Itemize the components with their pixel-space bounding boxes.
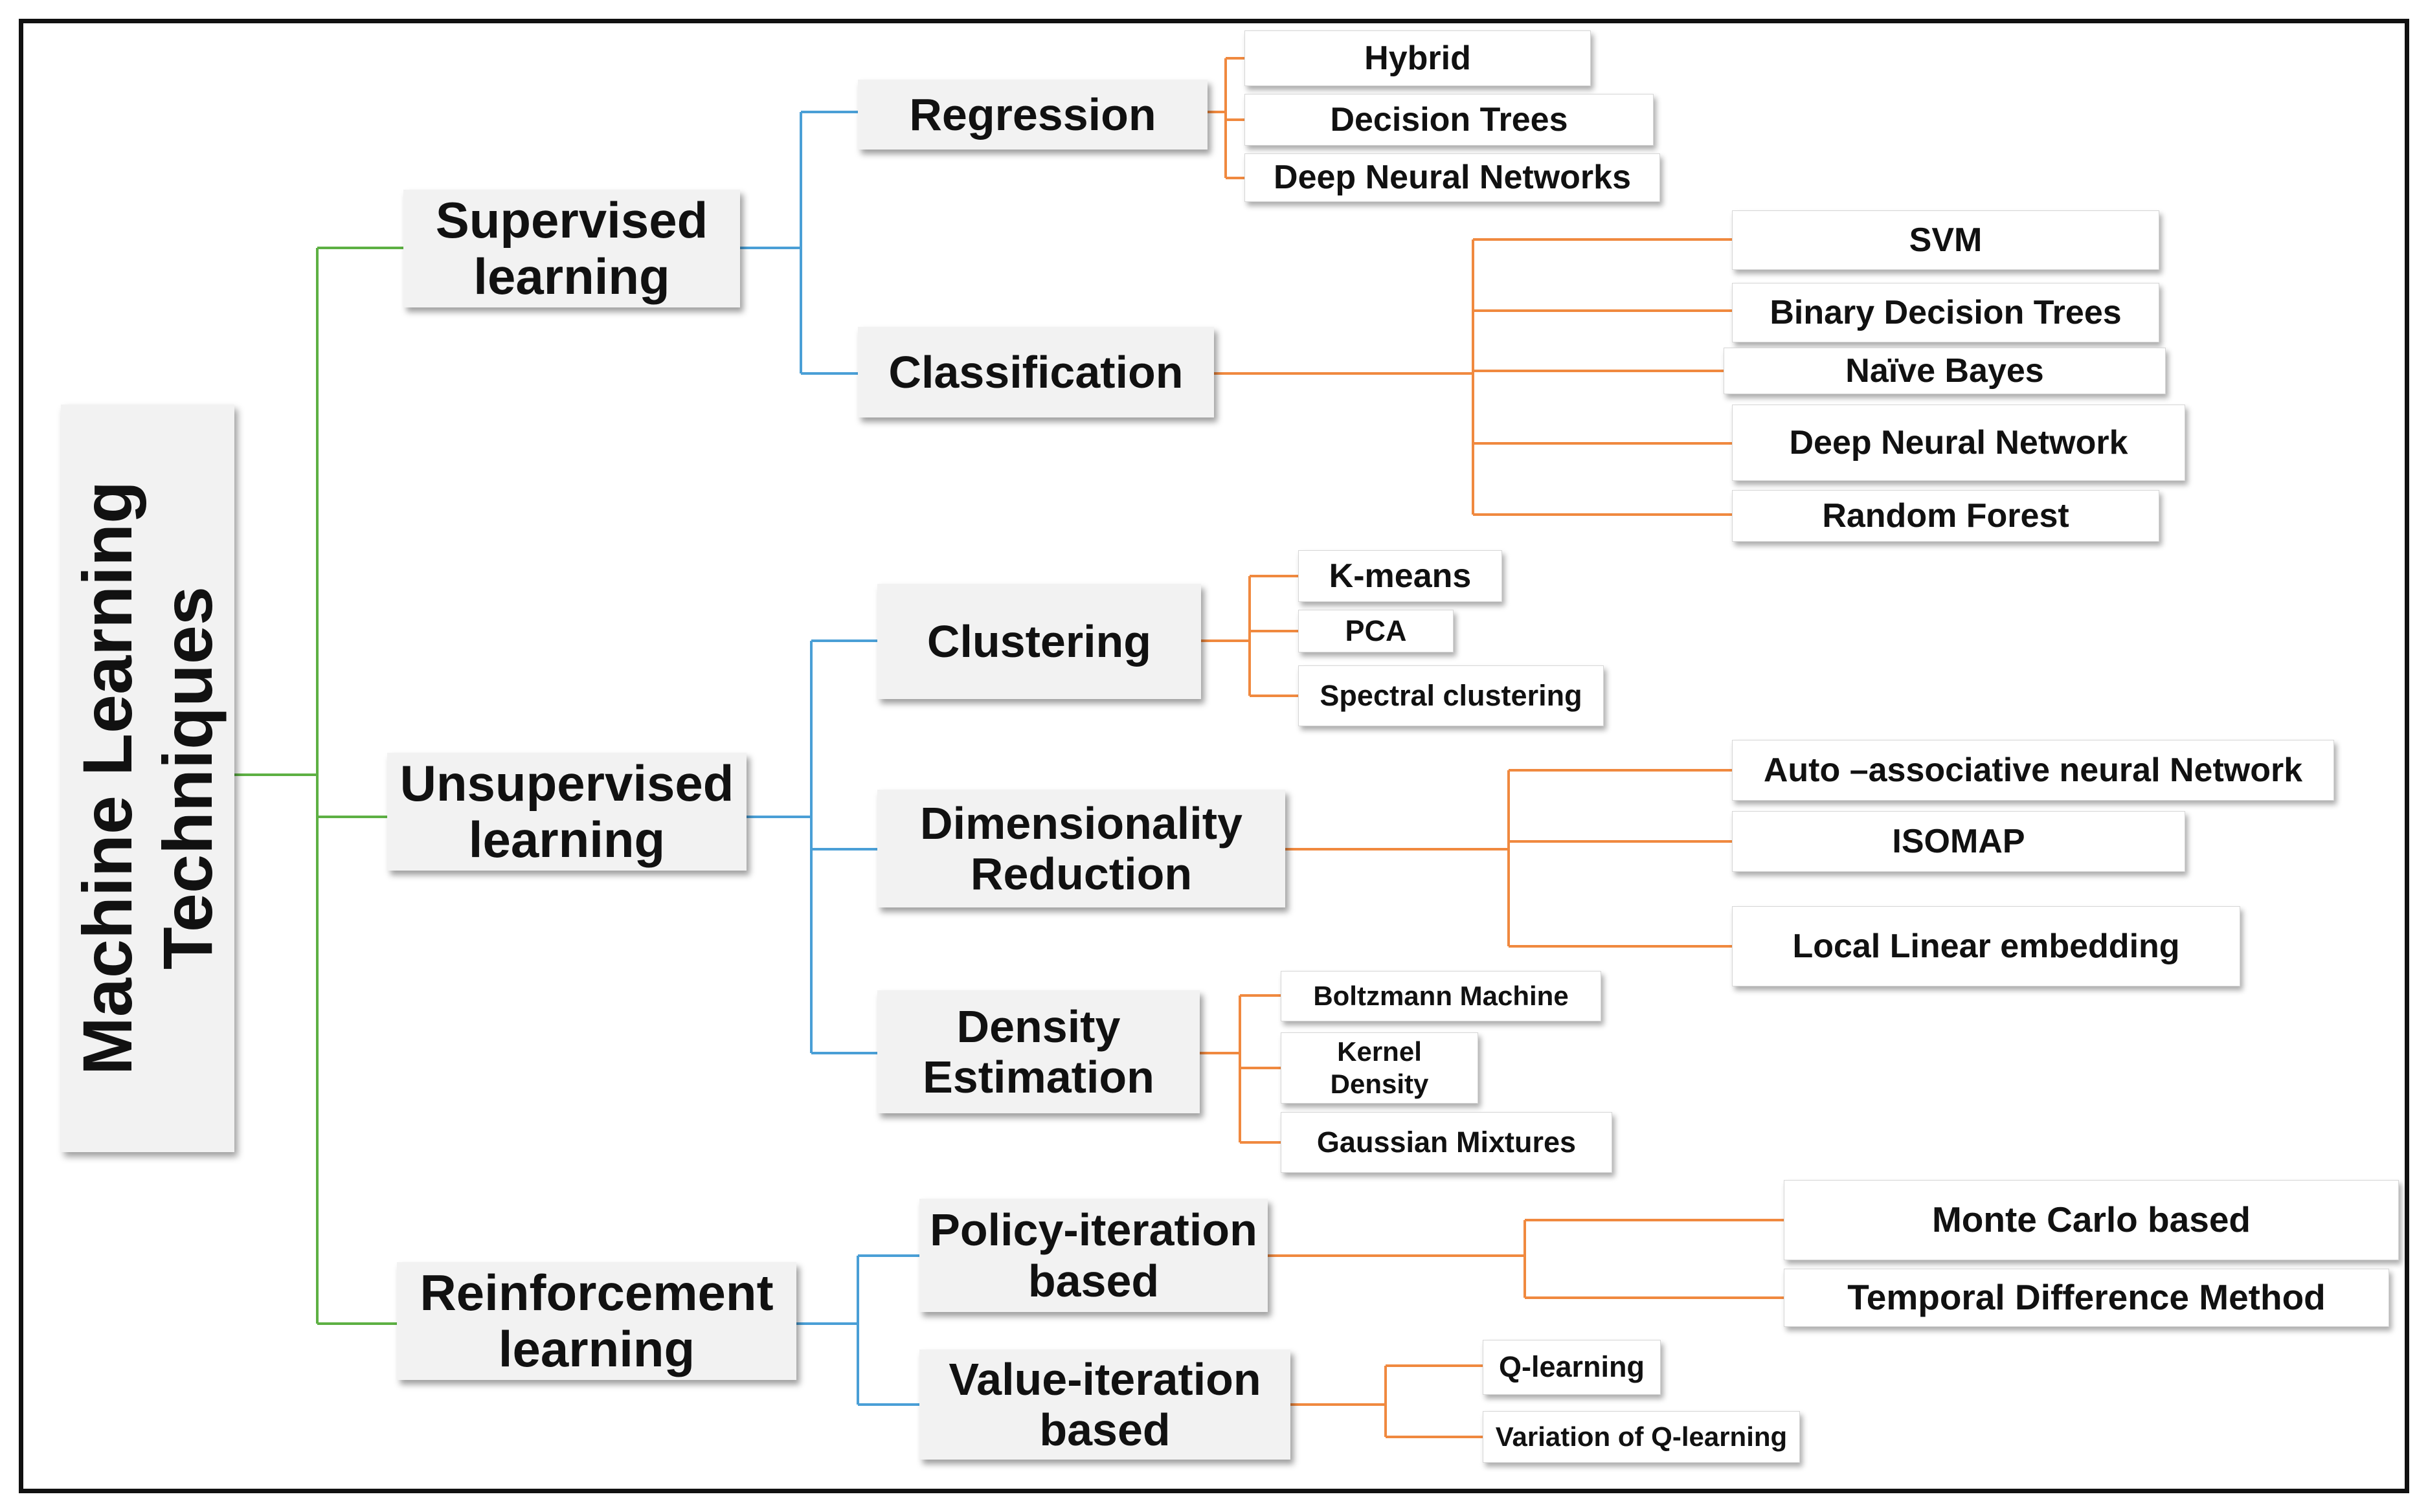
method-density-estimation: Density Estimation	[877, 990, 1200, 1113]
algorithm-decision-trees: Decision Trees	[1244, 94, 1654, 146]
algorithm-k-means: K-means	[1298, 550, 1502, 602]
algorithm-deep-neural-networks: Deep Neural Networks	[1244, 153, 1660, 202]
method-policy-line2: based	[1028, 1255, 1160, 1306]
method-policy-iteration: Policy-iteration based	[919, 1199, 1268, 1312]
algorithm-binary-decision-trees: Binary Decision Trees	[1732, 283, 2159, 342]
algorithm-kernel-density: Kernel Density	[1281, 1032, 1478, 1104]
root-label-line1: Machine Learning	[67, 480, 146, 1076]
root-label-line2: Techniques	[148, 586, 227, 970]
connector-clustering	[1201, 575, 1298, 697]
connector-classification	[1214, 238, 1732, 516]
method-policy-line1: Policy-iteration	[930, 1205, 1257, 1256]
method-density-line1: Density	[956, 1001, 1121, 1052]
connector-unsupervised	[747, 639, 877, 1054]
method-regression: Regression	[858, 80, 1208, 150]
connector-policy	[1268, 1219, 1784, 1299]
algorithm-pca: PCA	[1298, 610, 1454, 652]
algorithm-random-forest: Random Forest	[1732, 490, 2159, 542]
category-reinforcement-learning: Reinforcement learning	[397, 1262, 796, 1380]
diagram-frame	[19, 19, 2409, 1493]
root-node-label: Machine Learning Techniques	[67, 422, 228, 1134]
algorithm-variation-of-q-learning: Variation of Q-learning	[1483, 1411, 1800, 1463]
algorithm-auto-associative-neural-network: Auto –associative neural Network	[1732, 740, 2334, 801]
connector-supervised	[740, 111, 858, 375]
method-value-line1: Value-iteration	[949, 1353, 1261, 1405]
method-clustering: Clustering	[877, 584, 1201, 699]
root-connectors	[234, 247, 403, 1325]
algorithm-local-linear-embedding: Local Linear embedding	[1732, 906, 2240, 986]
method-dimensionality-reduction: Dimensionality Reduction	[877, 790, 1285, 907]
root-node	[61, 405, 234, 1152]
category-unsupervised-line2: learning	[468, 811, 666, 868]
algorithm-q-learning: Q-learning	[1483, 1340, 1661, 1395]
category-supervised-line1: Supervised	[435, 191, 708, 249]
category-supervised-line2: learning	[473, 248, 670, 305]
category-connectors	[740, 111, 919, 1406]
algorithm-spectral-clustering: Spectral clustering	[1298, 665, 1604, 726]
category-unsupervised-learning: Unsupervised learning	[387, 753, 747, 871]
connector-density	[1200, 994, 1281, 1144]
algorithm-naive-bayes: Naïve Bayes	[1724, 348, 2166, 394]
method-value-iteration: Value-iteration based	[919, 1350, 1290, 1460]
connector-regression	[1208, 57, 1244, 179]
category-reinforcement-line2: learning	[498, 1320, 695, 1377]
method-density-line2: Estimation	[923, 1052, 1154, 1102]
connector-value	[1290, 1364, 1483, 1438]
category-reinforcement-line1: Reinforcement	[420, 1263, 774, 1321]
connector-reinforcement	[796, 1254, 919, 1406]
method-dimensionality-line2: Reduction	[970, 849, 1193, 899]
algorithm-temporal-difference-method: Temporal Difference Method	[1784, 1269, 2389, 1327]
algorithm-monte-carlo-based: Monte Carlo based	[1784, 1180, 2399, 1260]
method-classification: Classification	[858, 327, 1214, 417]
method-dimensionality-line1: Dimensionality	[920, 797, 1242, 849]
algorithm-deep-neural-network: Deep Neural Network	[1732, 405, 2185, 481]
method-value-line2: based	[1039, 1405, 1171, 1455]
algorithm-isomap: ISOMAP	[1732, 811, 2185, 872]
category-supervised-learning: Supervised learning	[403, 190, 740, 307]
algorithm-connectors	[1200, 57, 1784, 1438]
algorithm-gaussian-mixtures: Gaussian Mixtures	[1281, 1112, 1612, 1173]
algorithm-svm: SVM	[1732, 210, 2159, 270]
category-unsupervised-line1: Unsupervised	[399, 754, 734, 812]
connector-dimensionality	[1285, 769, 1732, 948]
algorithm-hybrid: Hybrid	[1244, 30, 1591, 86]
algorithm-boltzmann-machine: Boltzmann Machine	[1281, 971, 1601, 1021]
